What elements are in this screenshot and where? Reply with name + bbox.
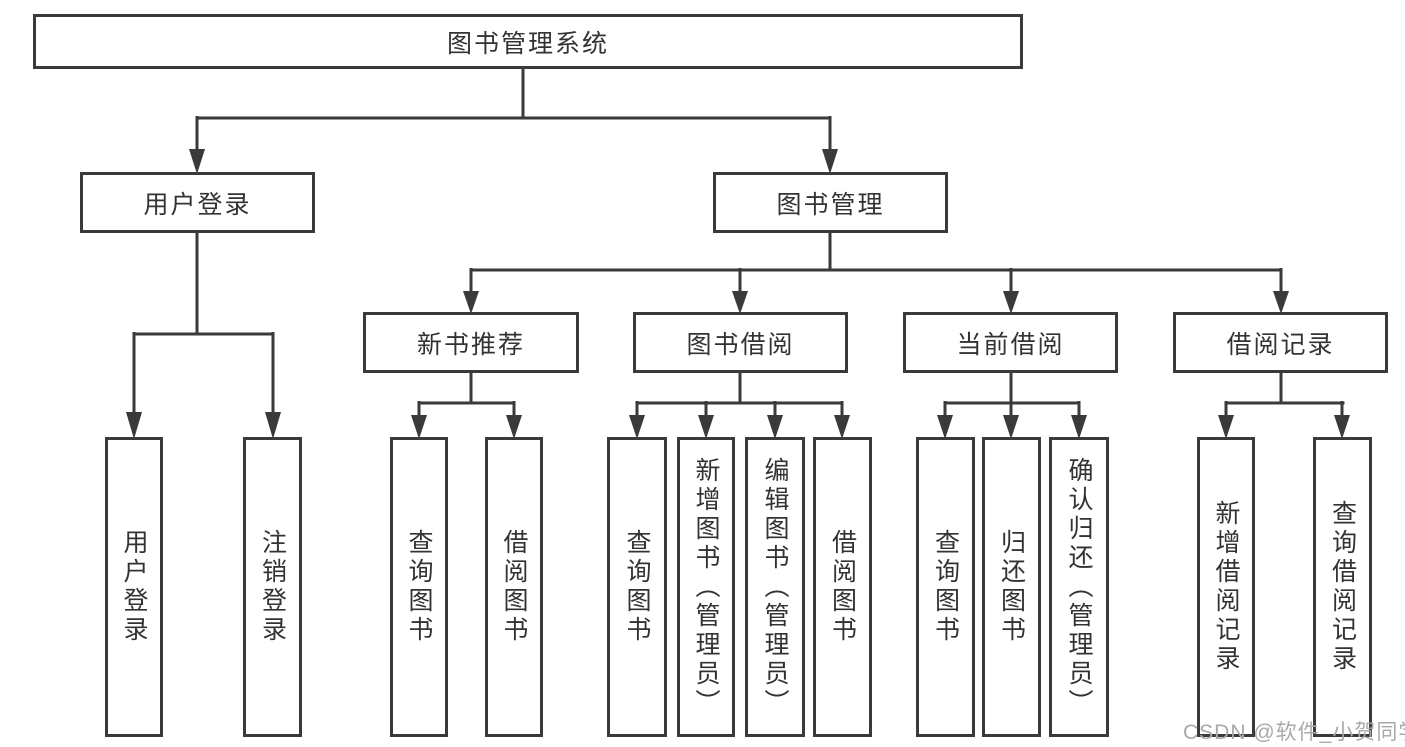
csdn-watermark: CSDN @软件_小贺同学 xyxy=(1183,721,1405,744)
leaf-query-borrow-record: 查询借阅记录 xyxy=(1313,437,1372,737)
node-root: 图书管理系统 xyxy=(33,14,1023,69)
leaf-query-books-borrow: 查询图书 xyxy=(607,437,667,737)
node-book-borrow-label: 图书借阅 xyxy=(686,330,795,359)
node-root-label: 图书管理系统 xyxy=(446,29,609,58)
arrowheads xyxy=(126,149,1350,439)
leaf-logout-login-label: 注销登录 xyxy=(258,529,287,645)
node-new-book-recommend-label: 新书推荐 xyxy=(416,330,525,359)
leaf-user-login: 用户登录 xyxy=(105,437,163,737)
leaf-query-books-current-label: 查询图书 xyxy=(931,529,960,645)
leaf-confirm-return-admin: 确认归还（管理员） xyxy=(1049,437,1109,737)
node-current-borrow: 当前借阅 xyxy=(903,312,1118,373)
leaf-return-book-label: 归还图书 xyxy=(997,529,1026,645)
node-book-management: 图书管理 xyxy=(713,172,948,233)
node-book-borrow: 图书借阅 xyxy=(633,312,848,373)
leaf-add-borrow-record: 新增借阅记录 xyxy=(1197,437,1255,737)
node-new-book-recommend: 新书推荐 xyxy=(363,312,579,373)
leaf-confirm-return-admin-label: 确认归还（管理员） xyxy=(1065,456,1093,718)
leaf-query-books-recommend: 查询图书 xyxy=(390,437,448,737)
leaf-logout-login: 注销登录 xyxy=(243,437,302,737)
node-user-login: 用户登录 xyxy=(80,172,315,233)
leaf-edit-book-admin-label: 编辑图书（管理员） xyxy=(761,456,789,718)
node-borrow-records-label: 借阅记录 xyxy=(1226,330,1335,359)
node-user-login-label: 用户登录 xyxy=(143,190,252,219)
leaf-add-book-admin: 新增图书（管理员） xyxy=(677,437,735,737)
leaf-query-books-current: 查询图书 xyxy=(916,437,975,737)
node-borrow-records: 借阅记录 xyxy=(1173,312,1388,373)
leaf-add-borrow-record-label: 新增借阅记录 xyxy=(1212,500,1240,674)
leaf-add-book-admin-label: 新增图书（管理员） xyxy=(692,456,720,718)
leaf-query-books-recommend-label: 查询图书 xyxy=(405,529,433,645)
leaf-borrow-books-recommend-label: 借阅图书 xyxy=(500,529,528,645)
leaf-user-login-label: 用户登录 xyxy=(120,529,148,645)
leaf-query-borrow-record-label: 查询借阅记录 xyxy=(1328,500,1357,674)
leaf-borrow-books-recommend: 借阅图书 xyxy=(485,437,543,737)
leaf-edit-book-admin: 编辑图书（管理员） xyxy=(745,437,805,737)
node-current-borrow-label: 当前借阅 xyxy=(956,330,1065,359)
leaf-borrow-books: 借阅图书 xyxy=(813,437,872,737)
leaf-query-books-borrow-label: 查询图书 xyxy=(623,529,651,645)
leaf-return-book: 归还图书 xyxy=(982,437,1041,737)
node-book-management-label: 图书管理 xyxy=(776,190,885,219)
leaf-borrow-books-label: 借阅图书 xyxy=(828,529,857,645)
